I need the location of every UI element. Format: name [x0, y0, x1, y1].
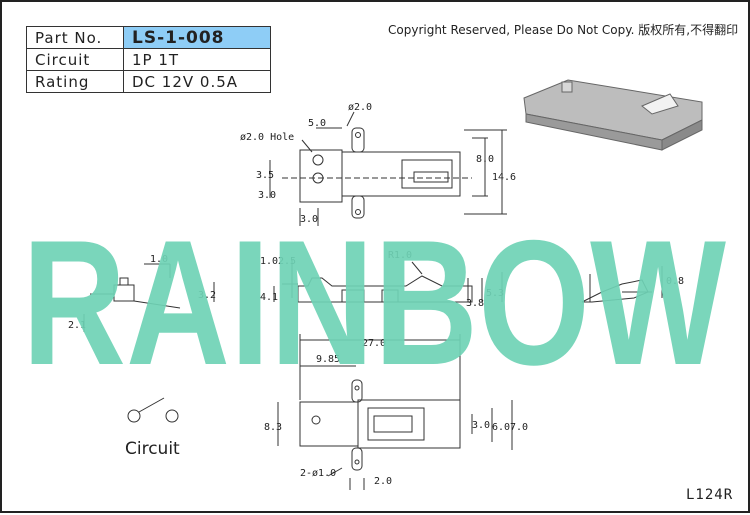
front-view-outline [273, 260, 503, 303]
dim-9-85: 9.85 [316, 354, 340, 365]
dim-7-0: 7.0 [510, 422, 528, 433]
dim-27-0: 27.0 [362, 338, 386, 349]
part-no-label: Part No. [26, 26, 124, 49]
top-view-outline [282, 111, 472, 219]
product-render [523, 79, 703, 151]
top-view-dims [269, 127, 507, 226]
dimension-labels: 5.0 ø2.0 ø2.0 Hole 8.0 14.6 3.5 3.0 3.0 … [68, 102, 684, 487]
dim-2-5: 2.5 [278, 256, 296, 267]
dim-3-5: 3.5 [256, 170, 274, 181]
circuit-caption: Circuit [125, 439, 180, 459]
dim-5-3: 5.3 [486, 288, 504, 299]
dim-3-8: 3.8 [466, 298, 484, 309]
circuit-label: Circuit [26, 48, 124, 71]
dim-1-0a: 1.0 [150, 254, 168, 265]
dim-5-0: 5.0 [308, 118, 326, 129]
watermark-logo: RAINBOW [22, 203, 726, 402]
detail-view [581, 266, 663, 303]
dim-1-0b: 1.0 [260, 256, 278, 267]
dim-4-1: 4.1 [260, 292, 278, 303]
spec-row-part-no: Part No. LS-1-008 [26, 26, 271, 49]
dim-0-8: 0.8 [666, 276, 684, 287]
part-no-value: LS-1-008 [123, 26, 271, 49]
dim-6-0: 6.0 [492, 422, 510, 433]
dim-phi2: ø2.0 [348, 102, 372, 113]
dim-2-phi1: 2-ø1.0 [300, 468, 336, 479]
rating-label: Rating [26, 70, 124, 93]
dim-3-0a: 3.0 [258, 190, 276, 201]
dim-2-1: 2.1 [68, 320, 86, 331]
dim-3-0b: 3.0 [300, 214, 318, 225]
rating-value: DC 12V 0.5A [123, 70, 271, 93]
dim-hole: ø2.0 Hole [240, 132, 294, 143]
circuit-symbol [127, 397, 179, 423]
dim-3-0c: 3.0 [472, 420, 490, 431]
dim-14-6: 14.6 [492, 172, 516, 183]
dim-2-0: 2.0 [374, 476, 392, 487]
dim-8-3: 8.3 [264, 422, 282, 433]
dim-r1: R1.0 [388, 250, 412, 261]
spec-row-rating: Rating DC 12V 0.5A [26, 70, 271, 93]
copyright-notice: Copyright Reserved, Please Do Not Copy. … [388, 23, 739, 37]
bottom-view-outline [277, 334, 513, 490]
dim-3-2: 3.2 [198, 290, 216, 301]
drawing-code: L124R [686, 487, 734, 503]
side-sketch [83, 263, 215, 332]
spec-table: Part No. LS-1-008 Circuit 1P 1T Rating D… [26, 26, 271, 93]
dim-8-0: 8.0 [476, 154, 494, 165]
